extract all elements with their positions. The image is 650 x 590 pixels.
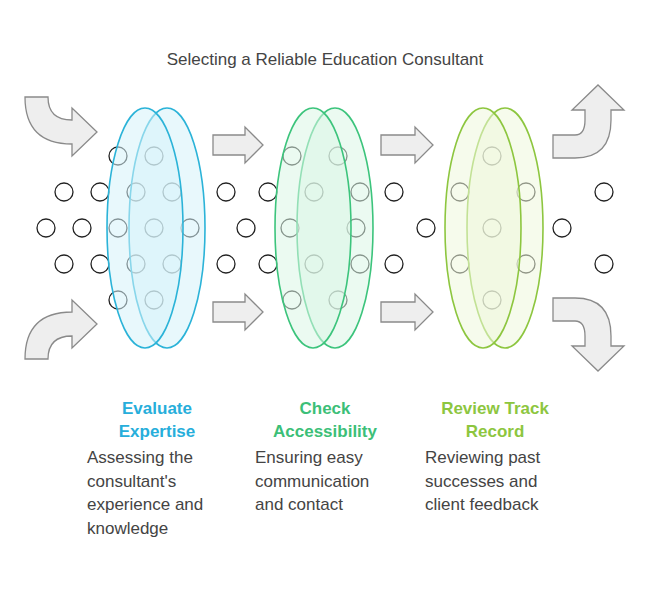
- particle-dot: [55, 183, 73, 201]
- ring-outline: [107, 108, 205, 348]
- ring-outline: [445, 108, 543, 348]
- particle-dot: [385, 183, 403, 201]
- block-arrow: [381, 294, 433, 330]
- particle-dot: [385, 255, 403, 273]
- particle-dot: [55, 255, 73, 273]
- particle-dot: [91, 255, 109, 273]
- particle-dot: [237, 219, 255, 237]
- ring-outline: [275, 108, 373, 348]
- ring-front: [445, 108, 521, 348]
- outflow-arrow: [553, 85, 624, 158]
- particle-dot: [259, 183, 277, 201]
- particle-dot: [73, 219, 91, 237]
- ring-front: [275, 108, 351, 348]
- diagram-title: Selecting a Reliable Education Consultan…: [0, 50, 650, 70]
- stage-description: Ensuring easy communication and contact: [255, 446, 395, 517]
- particle-dot: [553, 219, 571, 237]
- inflow-arrow: [25, 300, 97, 359]
- particle-dot: [217, 255, 235, 273]
- ring-shape: [425, 105, 565, 355]
- particle-dot: [91, 183, 109, 201]
- particle-dot: [259, 255, 277, 273]
- ring-shape: [87, 105, 227, 355]
- inflow-arrow: [25, 97, 97, 156]
- flow-arrows: [25, 85, 624, 371]
- particle-dot: [595, 255, 613, 273]
- particle-dot: [595, 183, 613, 201]
- block-arrow: [381, 127, 433, 163]
- stage-ring: Review Track RecordReviewing past succes…: [425, 105, 565, 517]
- particle-dot: [417, 219, 435, 237]
- ring-shape: [255, 105, 395, 355]
- outflow-arrow: [553, 298, 624, 371]
- stage-heading: Review Track Record: [435, 398, 555, 444]
- stage-description: Reviewing past successes and client feed…: [425, 446, 565, 517]
- stage-heading: Check Accessibility: [265, 398, 385, 444]
- ring-front: [107, 108, 183, 348]
- block-arrow: [213, 294, 263, 330]
- particle-dot: [37, 219, 55, 237]
- stage-ring: Check AccessibilityEnsuring easy communi…: [255, 105, 395, 517]
- stage-description: Assessing the consultant's experience an…: [87, 446, 227, 541]
- stage-ring: Evaluate ExpertiseAssessing the consulta…: [87, 105, 227, 541]
- stage-heading: Evaluate Expertise: [97, 398, 217, 444]
- block-arrow: [213, 127, 263, 163]
- particle-dot: [217, 183, 235, 201]
